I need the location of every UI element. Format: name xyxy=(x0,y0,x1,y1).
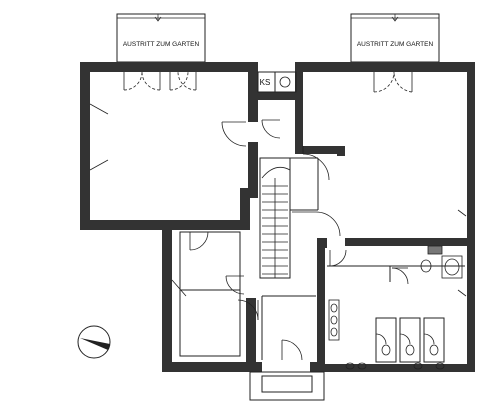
terrace-right: AUSTRITT ZUM GARTEN xyxy=(350,13,440,63)
doors xyxy=(89,71,467,361)
entrance-porch xyxy=(249,371,325,401)
walls xyxy=(80,62,475,372)
fixtures xyxy=(279,76,463,370)
interior-lines xyxy=(179,71,465,363)
staircase xyxy=(261,166,291,278)
terrace-right-label: AUSTRITT ZUM GARTEN xyxy=(357,41,434,48)
north-arrow-icon xyxy=(77,325,111,359)
terrace-left-label: AUSTRITT ZUM GARTEN xyxy=(123,41,200,48)
closet-label: KS xyxy=(260,78,271,87)
terrace-left: AUSTRITT ZUM GARTEN xyxy=(116,13,206,63)
